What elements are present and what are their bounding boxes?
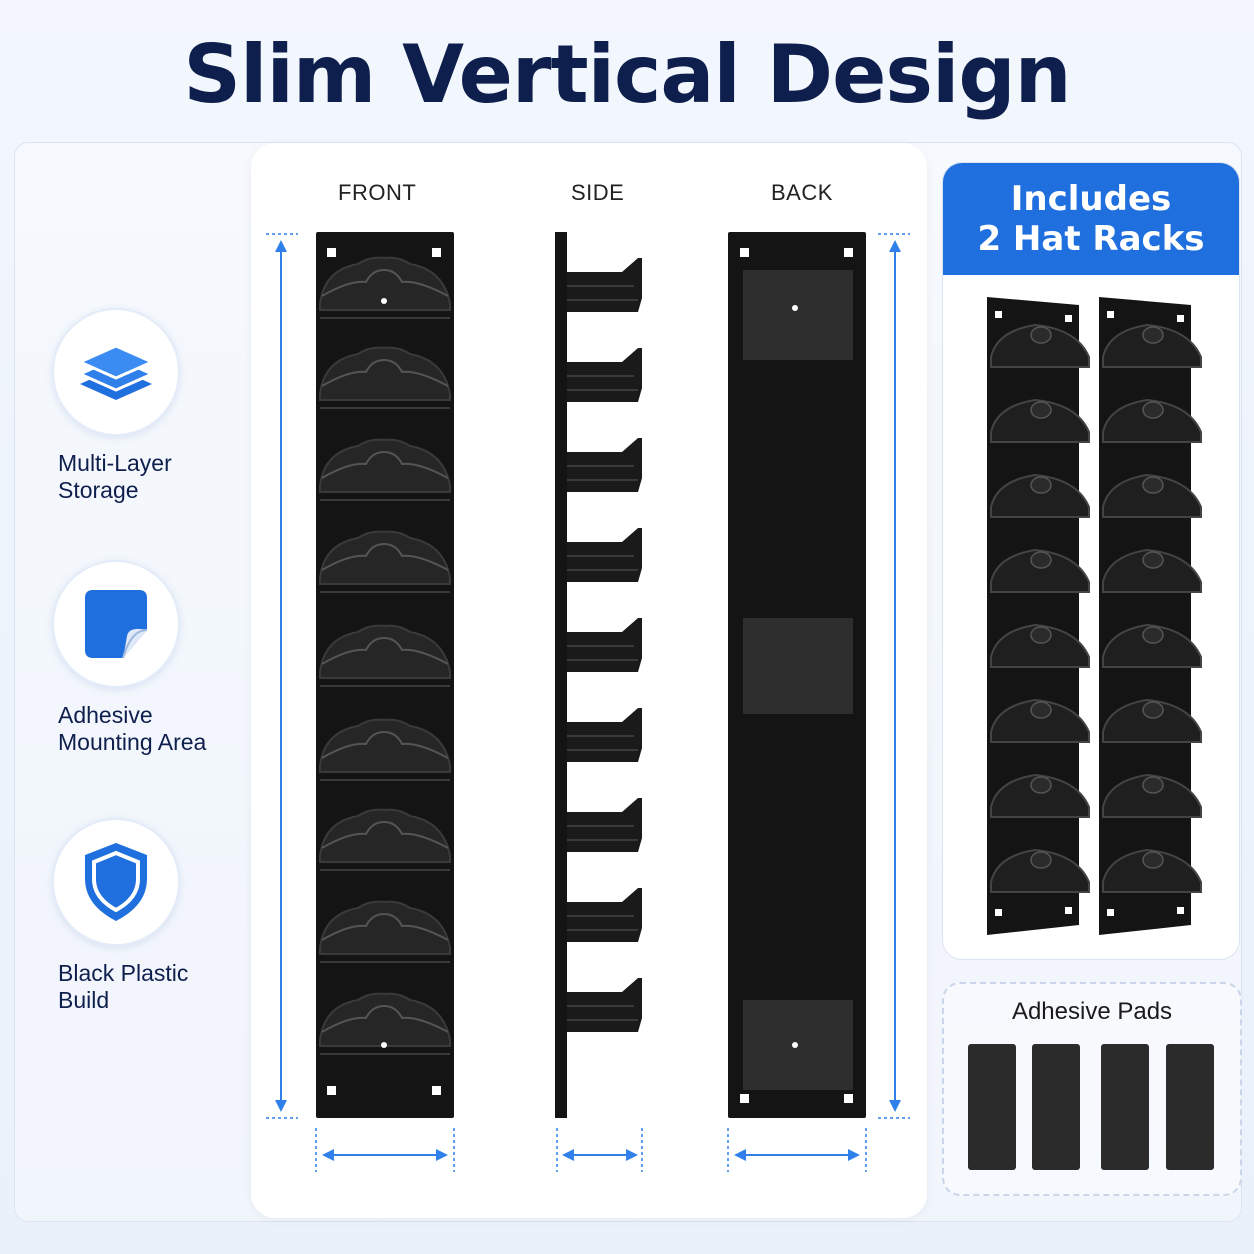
shield-icon [85, 843, 147, 921]
rack-hook [1102, 623, 1202, 668]
rack-hook [990, 323, 1090, 368]
front-hook [319, 346, 451, 409]
side-hook [567, 348, 642, 402]
front-hook [319, 438, 451, 501]
front-hook [319, 624, 451, 687]
rack-hook [990, 623, 1090, 668]
adhesive-area-middle [743, 618, 853, 714]
rack-hook [990, 473, 1090, 518]
two-racks-photo [987, 297, 1202, 935]
rack-hook [990, 398, 1090, 443]
adhesive-pad [1032, 1044, 1080, 1170]
front-hook [319, 530, 451, 593]
view-label-side: SIDE [571, 180, 625, 205]
view-label-front: FRONT [338, 180, 417, 205]
side-view-rack [555, 232, 643, 1172]
front-view-rack [266, 232, 455, 1172]
feature-icon-circle [52, 308, 180, 436]
front-hook [319, 808, 451, 871]
front-hook [319, 718, 451, 781]
back-view-rack [727, 232, 910, 1172]
side-hook [567, 888, 642, 942]
feature-black-plastic: Black Plastic Build [52, 818, 252, 1014]
rack-hook [990, 548, 1090, 593]
sticker-icon [85, 590, 148, 659]
rack-hook [990, 698, 1090, 743]
rack-hook [1102, 323, 1202, 368]
feature-multi-layer: Multi-Layer Storage [52, 308, 252, 504]
feature-label: Multi-Layer Storage [58, 450, 172, 503]
side-hook [567, 528, 642, 582]
feature-adhesive: Adhesive Mounting Area [52, 560, 252, 756]
rack-hook [1102, 848, 1202, 893]
front-hook [319, 256, 451, 319]
side-hook [567, 258, 642, 312]
includes-heading: Includes 2 Hat Racks [943, 163, 1239, 275]
adhesive-pad [1166, 1044, 1214, 1170]
adhesive-area-top [743, 270, 853, 360]
page-title: Slim Vertical Design [183, 28, 1071, 121]
rack-hook [990, 773, 1090, 818]
side-hook [567, 978, 642, 1032]
feature-icon-circle [52, 560, 180, 688]
side-hook [567, 618, 642, 672]
side-hook [567, 438, 642, 492]
rack-hook [1102, 548, 1202, 593]
adhesive-pad [1101, 1044, 1149, 1170]
rack-hook [990, 848, 1090, 893]
feature-icon-circle [52, 818, 180, 946]
rack-hook [1102, 773, 1202, 818]
rack-hook [1102, 698, 1202, 743]
front-hook [319, 992, 451, 1055]
rack-hook [1102, 398, 1202, 443]
side-hook [567, 708, 642, 762]
feature-label: Black Plastic Build [58, 960, 189, 1013]
front-hook [319, 900, 451, 963]
view-label-back: BACK [771, 180, 833, 205]
adhesive-pads-card: Adhesive Pads [942, 982, 1242, 1196]
adhesive-pads-heading: Adhesive Pads [1011, 998, 1173, 1025]
feature-label: Adhesive Mounting Area [58, 702, 207, 755]
layers-icon [76, 344, 156, 400]
rack-hook [1102, 473, 1202, 518]
includes-card: Includes 2 Hat Racks [942, 162, 1240, 960]
side-hook [567, 798, 642, 852]
adhesive-pad [968, 1044, 1016, 1170]
